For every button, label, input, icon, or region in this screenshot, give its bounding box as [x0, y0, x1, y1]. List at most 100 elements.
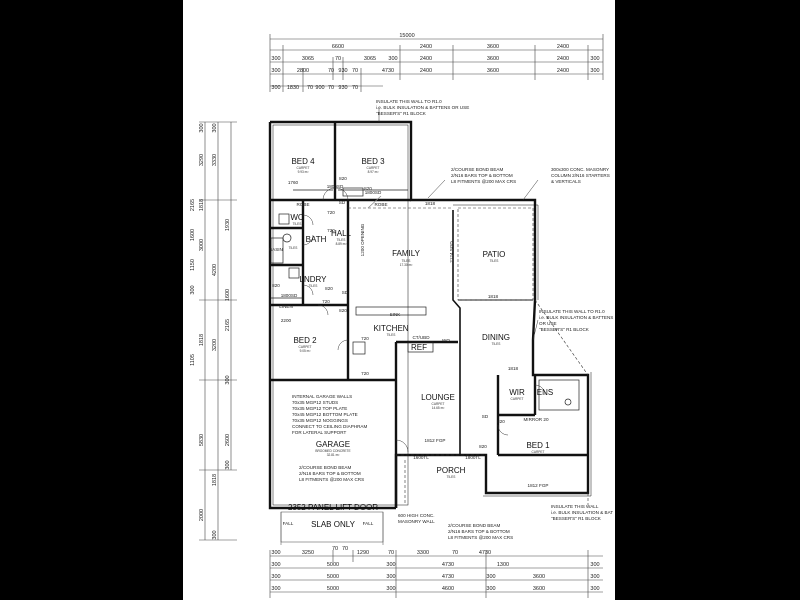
room-lndry-floor: TILES — [309, 284, 318, 288]
dim-top1-a: 6600 — [332, 44, 344, 50]
dim-bot3-g: 300 — [590, 574, 599, 580]
room-hall-floor: TILES — [337, 238, 346, 242]
dim-bot2-a: 300 — [271, 562, 280, 568]
dim-left3-a: 300 — [190, 285, 196, 294]
svg-text:L8 FITMENTS @200 MAX CRS: L8 FITMENTS @200 MAX CRS — [299, 477, 364, 482]
svg-text:70x35 MGP12 TOP PLATE: 70x35 MGP12 TOP PLATE — [292, 406, 347, 411]
svg-text:2/COURSE BOND BEAM: 2/COURSE BOND BEAM — [448, 523, 501, 528]
svg-text:& VERTICALS: & VERTICALS — [551, 179, 581, 184]
svg-text:INSULATE THIS WALL TO R1.0: INSULATE THIS WALL TO R1.0 — [539, 309, 605, 314]
label-fgp-bed1: 1812 FGP — [528, 483, 549, 488]
note-masonry-column: 300x300 CONC. MASONRY COLUMN 2/N16 START… — [551, 167, 610, 184]
svg-text:i.e. BULK INSULATION & BATTENS: i.e. BULK INSULATION & BATTENS — [539, 315, 613, 320]
note-insulate-bottom: INSULATE THIS WALL i.e. BULK INSULATION … — [551, 504, 613, 521]
dim-bot1-c: 70 — [332, 546, 338, 552]
room-ens-name: ENS — [537, 388, 553, 397]
dim-top4-b: 1830 — [287, 85, 299, 91]
note-bond-beam-2: 2/COURSE BOND BEAM 2/N16 BARS TOP & BOTT… — [299, 465, 364, 482]
svg-text:i.e. BULK INSULATION & BATTENS: i.e. BULK INSULATION & BATTENS OR USE — [376, 105, 469, 110]
svg-text:FOR LATERAL SUPPORT: FOR LATERAL SUPPORT — [292, 430, 346, 435]
label-fall-2: FALL — [363, 521, 374, 526]
label-linen: LINEN — [279, 304, 293, 309]
dim-top4-e: 70 — [328, 85, 334, 91]
svg-text:"BESSER'S" R1 BLOCK: "BESSER'S" R1 BLOCK — [551, 516, 602, 521]
dim-bot1-i: 4730 — [479, 550, 491, 556]
dim-top3-b: 2800 — [297, 68, 309, 74]
dim-left1-i: 1818 — [212, 474, 218, 486]
label-ctubd: CT/UBD — [412, 335, 430, 340]
note-bond-beam-3: 2/COURSE BOND BEAM 2/N16 BARS TOP & BOTT… — [448, 523, 513, 540]
dim-top3-f: 4730 — [382, 68, 394, 74]
door-swings — [302, 187, 546, 453]
room-bed2-name: BED 2 — [293, 336, 317, 345]
dim-left3-d: 2165 — [190, 199, 196, 211]
svg-text:i.e. BULK INSULATION & BAT: i.e. BULK INSULATION & BAT — [551, 510, 613, 515]
room-bed2-area: 9.05 m² — [300, 349, 311, 353]
label-fgp-lounge: 1812 FGP — [425, 438, 446, 443]
label-sd-3: SD — [482, 414, 489, 419]
svg-text:2/COURSE BOND BEAM: 2/COURSE BOND BEAM — [299, 465, 352, 470]
room-bath-name: BATH — [306, 235, 327, 244]
dim-left1-c: 1818 — [199, 199, 205, 211]
dim-room-3: 720 — [327, 210, 335, 215]
dim-room-6: 820 — [325, 286, 333, 291]
room-bed3-name: BED 3 — [361, 157, 385, 166]
dim-top4-d: 900 — [315, 85, 324, 91]
room-bed4-name: BED 4 — [291, 157, 315, 166]
drawing-sheet: 15000 6600 2400 3600 2400 300 3065 70 30… — [183, 0, 615, 600]
dim-bot1-b: 3250 — [302, 550, 314, 556]
dim-left1-a: 300 — [199, 123, 205, 132]
svg-text:2/N16 BARS TOP & BOTTOM: 2/N16 BARS TOP & BOTTOM — [448, 529, 510, 534]
dim-left2-a: 300 — [212, 123, 218, 132]
dim-left1-f: 1818 — [199, 334, 205, 346]
svg-text:INTERNAL GARAGE WALLS: INTERNAL GARAGE WALLS — [292, 394, 352, 399]
room-wir-name: WIR — [509, 388, 525, 397]
label-panel-lift-door: 2352 PANEL LIFT DOOR — [288, 503, 378, 512]
room-garage-name: GARAGE — [316, 440, 350, 449]
label-robe-bed3: ROBE — [374, 202, 387, 207]
dim-left3-c: 1600 — [190, 229, 196, 241]
dim-room-16: 1818 — [508, 366, 519, 371]
dim-room-14: 1818 — [425, 201, 436, 206]
dim-total: 15000 — [399, 33, 414, 39]
label-2124-sgd: 2124 SGD — [449, 241, 454, 263]
dim-top1-d: 2400 — [557, 44, 569, 50]
label-sink: SINK — [390, 312, 402, 317]
dim-top2-d: 3065 — [364, 56, 376, 62]
dim-bot3-d: 4730 — [442, 574, 454, 580]
room-lounge-area: 14.65 m² — [432, 406, 445, 410]
svg-text:2/N16 BARS TOP & BOTTOM: 2/N16 BARS TOP & BOTTOM — [299, 471, 361, 476]
dim-bot4-d: 4600 — [442, 586, 454, 592]
dim-room-15: 1818 — [488, 294, 499, 299]
dim-left1-b: 3290 — [199, 154, 205, 166]
label-1800tl: 1800TL — [465, 455, 481, 460]
dim-bot2-b: 5000 — [327, 562, 339, 568]
label-1800sd-c: 1800SD — [281, 293, 298, 298]
label-1800sd-a: 1800SD — [327, 184, 344, 189]
dim-top1-b: 2400 — [420, 44, 432, 50]
svg-text:600 HIGH CONC.: 600 HIGH CONC. — [398, 513, 435, 518]
dim-left3-f: 300 — [225, 375, 231, 384]
dim-left1-d: 3000 — [199, 239, 205, 251]
room-wc-floor: TILES — [293, 222, 302, 226]
dim-left2-d: 2165 — [225, 319, 231, 331]
dim-top4-c: 70 — [307, 85, 313, 91]
label-1600tl: 1600TL — [413, 455, 429, 460]
note-garage-walls: INTERNAL GARAGE WALLS 70x35 MGP12 STUDS … — [292, 394, 367, 435]
dim-bot4-e: 300 — [486, 586, 495, 592]
svg-text:"BESSER'S" R1 BLOCK: "BESSER'S" R1 BLOCK — [539, 327, 590, 332]
room-bed1-name: BED 1 — [526, 441, 550, 450]
dim-left1-e: 4200 — [212, 264, 218, 276]
dim-left2-c: 1930 — [225, 219, 231, 231]
dashed-lines — [348, 207, 589, 505]
room-family-floor: TILES — [402, 259, 411, 263]
dim-left1-g: 3200 — [212, 339, 218, 351]
room-kitchen-name: KITCHEN — [373, 324, 408, 333]
dim-room-2: 820 — [364, 186, 372, 191]
room-family-name: FAMILY — [392, 249, 421, 258]
dim-left2-f: 1600 — [225, 289, 231, 301]
dim-top3-j: 300 — [590, 68, 599, 74]
svg-text:L8 FITMENTS @200 MAX CRS: L8 FITMENTS @200 MAX CRS — [451, 179, 516, 184]
dim-room-4: 720 — [327, 228, 335, 233]
room-wir-floor: CARPET — [511, 397, 524, 401]
